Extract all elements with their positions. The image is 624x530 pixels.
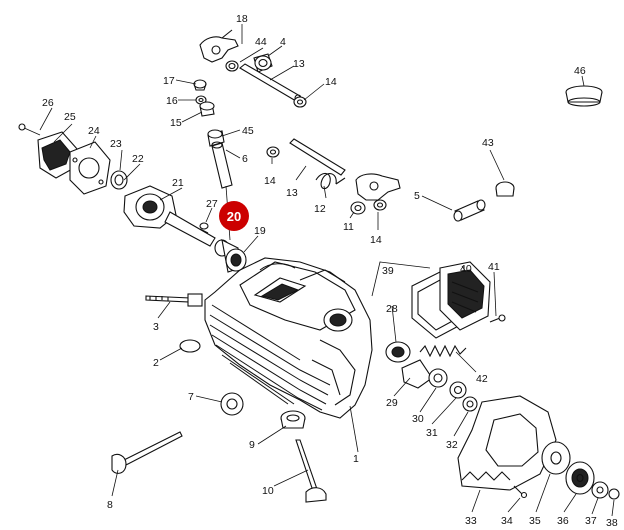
bushing-4	[253, 53, 273, 73]
callout-33: 33	[465, 515, 477, 527]
part-27	[199, 222, 209, 234]
callout-42: 42	[476, 373, 488, 385]
callout-41: 41	[488, 261, 500, 273]
gear-36	[565, 461, 595, 495]
callout-36: 36	[557, 515, 569, 527]
carburetor-21	[123, 185, 216, 247]
washer-14-left	[266, 146, 280, 158]
callout-3: 3	[153, 321, 159, 333]
callout-13-lower: 13	[286, 187, 298, 199]
callout-17: 17	[163, 75, 175, 87]
callout-38: 38	[606, 517, 618, 529]
washer-11	[350, 201, 366, 215]
cover-25	[37, 131, 79, 179]
gasket-24	[69, 141, 111, 195]
bearing-28	[385, 341, 411, 363]
callout-40: 40	[460, 263, 472, 275]
valve-10	[295, 439, 327, 503]
washer-32	[462, 396, 478, 412]
gasket-35	[541, 441, 571, 475]
highlight-marker-20[interactable]: 20	[219, 201, 249, 231]
callout-43: 43	[482, 137, 494, 149]
callout-39: 39	[382, 265, 394, 277]
callout-31: 31	[426, 427, 438, 439]
callout-6: 6	[242, 153, 248, 165]
callout-24: 24	[88, 125, 100, 137]
pin-5	[453, 199, 486, 222]
callout-14-left: 14	[264, 175, 276, 187]
callout-15: 15	[170, 117, 182, 129]
callout-34: 34	[501, 515, 513, 527]
rocker-arm-lower	[355, 173, 401, 201]
callout-29: 29	[386, 397, 398, 409]
rocker-arm-upper	[199, 29, 239, 63]
cap-46	[565, 85, 603, 107]
spring-42	[419, 344, 467, 358]
callout-28: 28	[386, 303, 398, 315]
callout-44: 44	[255, 36, 267, 48]
seal-9	[280, 410, 306, 429]
callout-11: 11	[343, 221, 354, 233]
bolt-38	[608, 488, 620, 500]
callout-8: 8	[107, 499, 113, 511]
bolt-34	[513, 485, 528, 499]
callout-45: 45	[242, 125, 254, 137]
callout-32: 32	[446, 439, 458, 451]
callout-46: 46	[574, 65, 586, 77]
callout-9: 9	[249, 439, 255, 451]
plug-2	[179, 339, 201, 353]
holder-19	[214, 239, 247, 273]
callout-4: 4	[280, 36, 286, 48]
cover-40	[439, 261, 491, 331]
part-15	[199, 101, 215, 117]
callout-14-right: 14	[370, 234, 382, 246]
part-23	[110, 170, 128, 190]
callout-30: 30	[412, 413, 424, 425]
callout-22: 22	[132, 153, 144, 165]
valve-8	[111, 431, 183, 474]
part-6	[211, 141, 233, 189]
spring-12	[315, 172, 346, 190]
callout-25: 25	[64, 111, 76, 123]
callout-16: 16	[166, 95, 178, 107]
bearing-30	[428, 368, 448, 388]
nut-37	[591, 481, 609, 499]
callout-13-upper: 13	[293, 58, 305, 70]
rocker-shaft-13-upper	[239, 63, 302, 102]
callout-2: 2	[153, 357, 159, 369]
washer-44	[225, 60, 239, 72]
callout-12: 12	[314, 203, 326, 215]
callout-10: 10	[262, 485, 274, 497]
callout-21: 21	[172, 177, 184, 189]
washer-14-upper	[293, 96, 307, 108]
callout-1: 1	[353, 453, 359, 465]
seal-7	[220, 392, 244, 416]
callout-labels: 18 44 4 13 14 17 16 15 45 6 14 13 12 11 …	[42, 13, 618, 529]
callout-23: 23	[110, 138, 122, 150]
washer-31	[449, 381, 467, 399]
plug-43	[495, 181, 515, 197]
part-17	[193, 79, 207, 91]
cylinder-head	[204, 257, 373, 419]
callout-27: 27	[206, 198, 218, 210]
rocker-shaft-13-lower	[289, 138, 346, 176]
callout-19: 19	[254, 225, 266, 237]
callout-5: 5	[414, 190, 420, 202]
callout-37: 37	[585, 515, 597, 527]
highlight-circle	[219, 201, 249, 231]
bolt-41	[489, 314, 506, 323]
callout-18: 18	[236, 13, 248, 25]
highlight-label: 20	[227, 209, 241, 224]
cover-33	[457, 395, 557, 491]
washer-14-right	[373, 199, 387, 211]
callout-26: 26	[42, 97, 54, 109]
screw-26	[18, 123, 41, 136]
bolt-3	[145, 293, 203, 307]
callout-35: 35	[529, 515, 541, 527]
cam-29	[401, 359, 433, 389]
callout-14-upper: 14	[325, 76, 337, 88]
callout-7: 7	[188, 391, 194, 403]
